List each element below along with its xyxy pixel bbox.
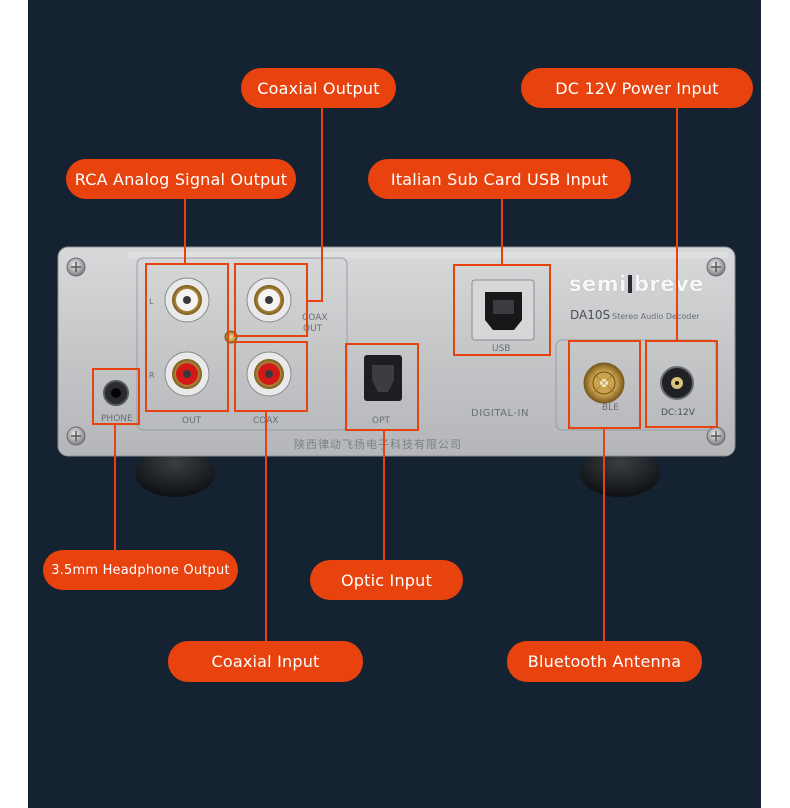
highlight-optical <box>345 343 419 431</box>
highlight-headphone <box>92 368 140 425</box>
screws <box>66 257 726 446</box>
optical-jack <box>364 355 402 401</box>
highlight-usb <box>453 264 551 356</box>
callout-coaxial-output: Coaxial Output <box>241 68 396 108</box>
usb-b-port <box>471 279 535 341</box>
phone-label: PHONE <box>101 414 133 424</box>
leader-bluetooth <box>603 428 605 642</box>
channel-r-label: R <box>149 371 155 380</box>
model-subtitle: Stereo Audio Decoder <box>612 312 700 321</box>
channel-l-label: L <box>149 297 154 306</box>
rubber-foot-right <box>580 449 660 497</box>
leader-coax-out-h <box>306 300 323 302</box>
page-margin-left <box>0 0 28 808</box>
coax-out-label-line2: OUT <box>303 324 323 334</box>
coax-out-label-line1: COAX <box>302 313 328 323</box>
rca-out-left-jack <box>164 277 210 323</box>
leader-coax-out-v <box>321 106 323 302</box>
coax-out-jack <box>246 277 292 323</box>
usb-label: USB <box>492 344 511 354</box>
dc-power-jack <box>660 366 694 400</box>
dc-label: DC:12V <box>661 408 695 418</box>
coax-in-jack <box>246 351 292 397</box>
headphone-jack <box>103 380 129 406</box>
leader-usb <box>501 198 503 265</box>
callout-optic-input: Optic Input <box>310 560 463 600</box>
maker-text: 陕西律动飞扬电子科技有限公司 <box>294 438 462 451</box>
leader-optic <box>383 430 385 561</box>
callout-headphone-output: 3.5mm Headphone Output <box>43 550 238 590</box>
callout-rca-analog-output: RCA Analog Signal Output <box>66 159 296 199</box>
callout-coaxial-input: Coaxial Input <box>168 641 363 682</box>
ble-label: BLE <box>602 403 619 413</box>
opt-label: OPT <box>372 416 391 426</box>
callout-bluetooth-antenna: Bluetooth Antenna <box>507 641 702 682</box>
callout-dc-power-input: DC 12V Power Input <box>521 68 753 108</box>
highlight-rca-out <box>145 263 229 412</box>
bluetooth-sma-connector <box>583 362 625 404</box>
model-name: DA10S <box>570 308 611 322</box>
leader-rca <box>184 199 186 264</box>
digital-in-label: DIGITAL-IN <box>471 408 529 419</box>
page-margin-right <box>761 0 790 808</box>
leader-dc <box>676 106 678 341</box>
out-label: OUT <box>182 416 202 426</box>
highlight-dc <box>645 340 718 428</box>
rubber-foot-left <box>135 449 215 497</box>
highlight-coax-in <box>234 341 308 412</box>
callout-usb-input: Italian Sub Card USB Input <box>368 159 631 199</box>
leader-headphone <box>114 424 116 552</box>
highlight-bluetooth <box>568 340 641 429</box>
leader-coax-in <box>265 411 267 643</box>
rca-out-right-jack <box>164 351 210 397</box>
highlight-coax-out <box>234 263 308 337</box>
